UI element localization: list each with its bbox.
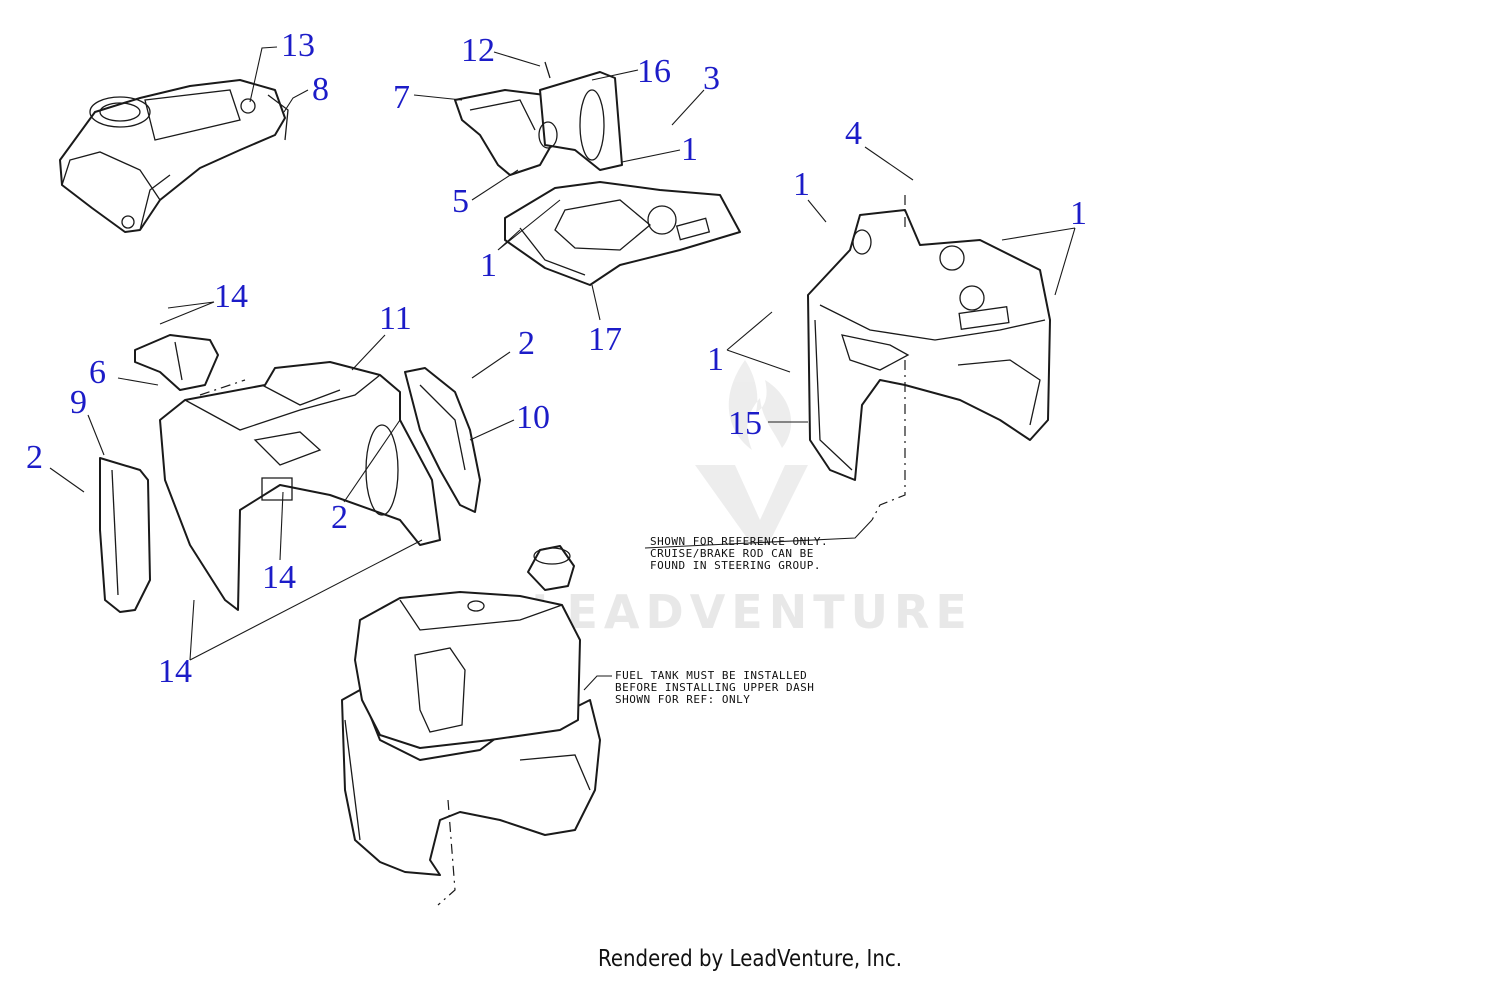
callout-4: 4 bbox=[845, 115, 862, 152]
callout-5: 5 bbox=[452, 183, 469, 220]
callout-6: 6 bbox=[89, 354, 106, 391]
callout-2-right: 2 bbox=[518, 325, 535, 362]
footer-credit: Rendered by LeadVenture, Inc. bbox=[597, 946, 903, 972]
fuel-note-line-1: FUEL TANK MUST BE INSTALLED bbox=[615, 669, 807, 682]
callout-1-top: 1 bbox=[793, 166, 810, 203]
reference-note: SHOWN FOR REFERENCE ONLY. CRUISE/BRAKE R… bbox=[650, 535, 828, 572]
lower-dash-right bbox=[807, 195, 1051, 521]
side-panel-left bbox=[99, 457, 151, 613]
callout-2-center: 2 bbox=[331, 499, 348, 536]
watermark-text: LEADVENTURE bbox=[531, 585, 973, 639]
callout-1-right: 1 bbox=[1070, 195, 1087, 232]
reference-note-line-1: SHOWN FOR REFERENCE ONLY. bbox=[650, 535, 828, 548]
callout-2-left: 2 bbox=[26, 439, 43, 476]
callout-8: 8 bbox=[312, 71, 329, 108]
fuel-note-line-3: SHOWN FOR REF: ONLY bbox=[615, 693, 750, 706]
callout-12: 12 bbox=[461, 32, 495, 69]
side-panel-right bbox=[404, 367, 481, 513]
fuel-tank-assembly bbox=[341, 545, 601, 906]
callout-14-bottom: 14 bbox=[158, 653, 192, 690]
callout-17: 17 bbox=[588, 321, 622, 358]
callout-14-top: 14 bbox=[214, 278, 248, 315]
bracket-6 bbox=[134, 334, 219, 391]
fuel-note-line-2: BEFORE INSTALLING UPPER DASH bbox=[615, 681, 814, 694]
dash-housing bbox=[159, 361, 441, 611]
callout-13: 13 bbox=[281, 27, 315, 64]
callout-7: 7 bbox=[393, 79, 410, 116]
console-bracket bbox=[454, 61, 623, 176]
upper-dash-cover bbox=[59, 79, 289, 233]
callout-9: 9 bbox=[70, 384, 87, 421]
reference-note-line-3: FOUND IN STEERING GROUP. bbox=[650, 559, 821, 572]
callout-14-mid: 14 bbox=[262, 559, 296, 596]
callout-1-plate: 1 bbox=[480, 247, 497, 284]
reference-note-line-2: CRUISE/BRAKE ROD CAN BE bbox=[650, 547, 814, 560]
fuel-tank-note: FUEL TANK MUST BE INSTALLED BEFORE INSTA… bbox=[615, 669, 814, 706]
watermark-logo: LEADVENTURE bbox=[531, 360, 973, 639]
callout-10: 10 bbox=[516, 399, 550, 436]
callout-1-console: 1 bbox=[681, 131, 698, 168]
callout-11: 11 bbox=[379, 300, 412, 337]
callout-16: 16 bbox=[637, 53, 671, 90]
callout-1-left: 1 bbox=[707, 341, 724, 378]
callout-3: 3 bbox=[703, 60, 720, 97]
callout-15: 15 bbox=[728, 405, 762, 442]
dash-plate bbox=[504, 181, 741, 286]
leader-lines bbox=[49, 46, 1076, 691]
callout-numbers: 13 8 12 16 3 7 1 5 1 17 4 1 1 1 14 11 2 … bbox=[26, 27, 1087, 690]
